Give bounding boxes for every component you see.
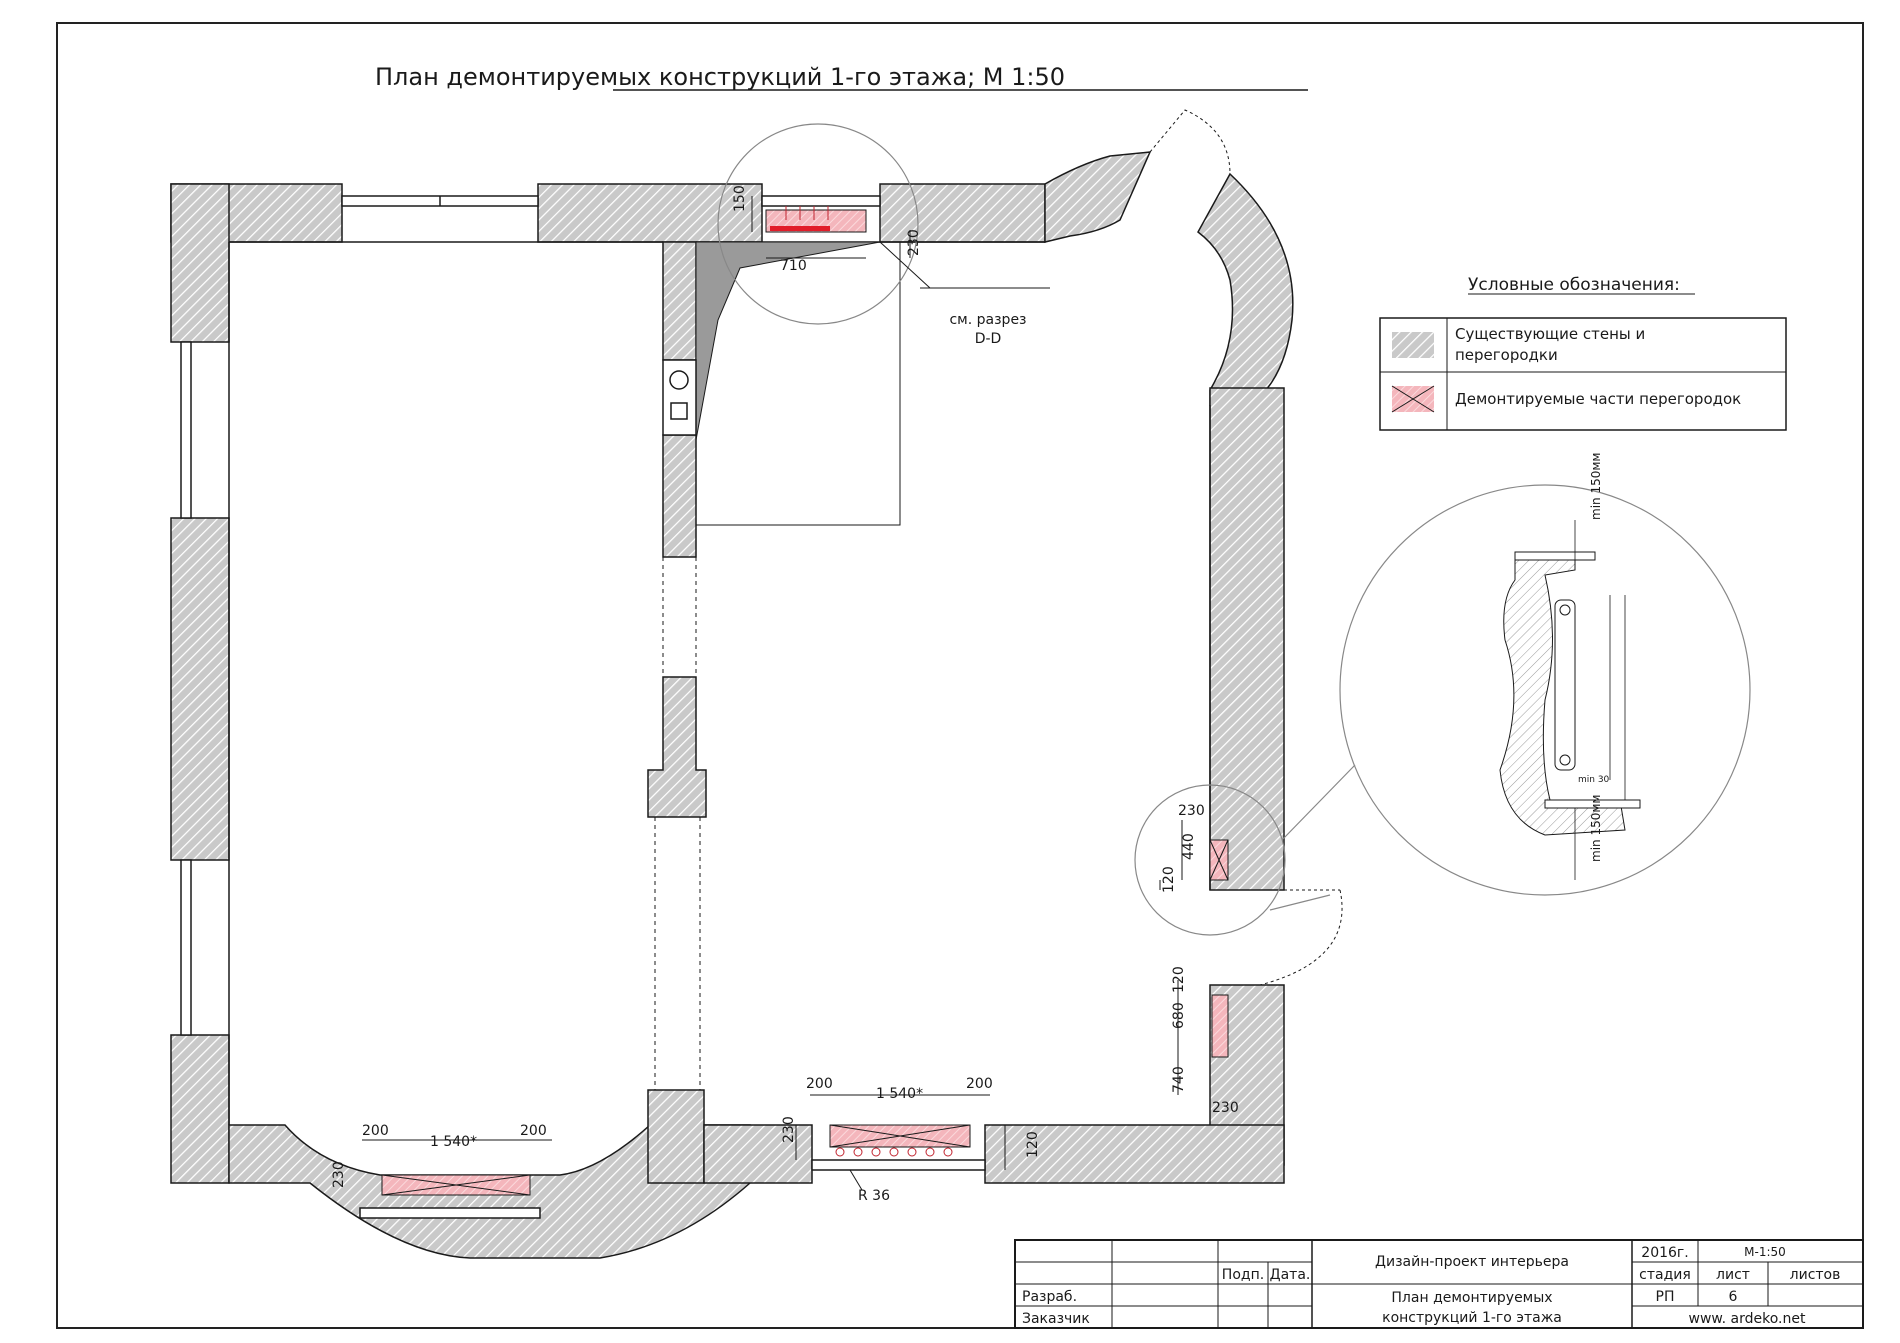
- section-ref-line2: D-D: [975, 331, 1002, 347]
- wall-left-mid: [170, 517, 230, 861]
- dim-200-b: 200: [520, 1123, 547, 1139]
- stamp-h-sheet: лист: [1716, 1267, 1750, 1283]
- dimension-texts: 150 710 230 230 440 120 120 680 740 230 …: [331, 185, 1239, 1204]
- room-outline: [228, 241, 1211, 1125]
- door-right: [1210, 889, 1343, 986]
- window-top-right: [761, 195, 881, 207]
- radiator-top: [785, 206, 829, 220]
- stamp-sheet-title-2: конструкций 1-го этажа: [1382, 1310, 1562, 1326]
- dim-230-top: 230: [906, 229, 922, 256]
- callout-circle-top: [717, 123, 919, 325]
- legend-item-existing-2: перегородки: [1455, 346, 1558, 364]
- window-bottom-right: [811, 1159, 986, 1171]
- dim-230-right: 230: [1178, 803, 1205, 819]
- stamp-razrab: Разраб.: [1022, 1289, 1077, 1305]
- dim-150: 150: [732, 185, 748, 212]
- dim-120-b1: 120: [1171, 966, 1187, 993]
- callout-leader: [1281, 764, 1356, 841]
- window-bottom-left: [359, 1207, 541, 1219]
- title-block-text: Дизайн-проект интерьера 2016г. М-1:50 По…: [1022, 1245, 1840, 1327]
- stamp-h-stage: стадия: [1639, 1267, 1691, 1283]
- title-block: [1014, 1239, 1864, 1329]
- dim-200-d: 200: [966, 1076, 993, 1092]
- dimension-lines: [362, 196, 1183, 1191]
- legend-item-existing-1: Существующие стены и: [1455, 325, 1645, 343]
- dim-120-c: 120: [1025, 1131, 1041, 1158]
- door-top-right: [1149, 109, 1231, 175]
- detail-min-bottom: min 150мм: [1589, 795, 1603, 862]
- wall-partition-lower: [662, 434, 697, 558]
- dim-230-b: 230: [331, 1161, 347, 1188]
- window-top-left: [341, 195, 539, 207]
- stamp-scale: М-1:50: [1744, 1245, 1786, 1259]
- callout-circle-right: [1134, 784, 1286, 936]
- dim-200-c: 200: [806, 1076, 833, 1092]
- dim-710: 710: [780, 258, 807, 274]
- window-left-1: [180, 341, 192, 519]
- stamp-sheet: 6: [1729, 1289, 1738, 1305]
- detail-floor: [1544, 799, 1641, 809]
- drawing-title: План демонтируемых конструкций 1-го этаж…: [375, 63, 1065, 91]
- stamp-zakazchik: Заказчик: [1022, 1311, 1090, 1327]
- demolished-parts: [381, 209, 1229, 1196]
- dim-1540-a: 1 540*: [430, 1134, 477, 1150]
- dim-230-b2: 230: [1212, 1100, 1239, 1116]
- legend: Условные обозначения: Существующие стены…: [1379, 275, 1787, 431]
- sheet-frame: [56, 22, 1864, 1329]
- wall-right-upper: [1209, 387, 1285, 891]
- dim-1540-b: 1 540*: [876, 1086, 923, 1102]
- callout-leader-2: [1269, 894, 1331, 911]
- section-ref-line1: см. разрез: [949, 312, 1026, 328]
- stamp-col-podp: Подп.: [1222, 1267, 1264, 1283]
- dim-r36: R 36: [858, 1188, 890, 1204]
- wall-bottom-right: [984, 1124, 1285, 1184]
- stamp-h-sheets: листов: [1790, 1267, 1841, 1283]
- legend-item-demolished: Демонтируемые части перегородок: [1455, 390, 1741, 408]
- legend-title: Условные обозначения:: [1468, 275, 1680, 295]
- sink-shaft: [662, 359, 697, 436]
- legend-box: [1379, 317, 1787, 431]
- stamp-site: www. ardeko.net: [1689, 1311, 1806, 1327]
- dim-740: 740: [1171, 1066, 1187, 1093]
- wall-right-curve: [1197, 172, 1294, 406]
- stamp-stage: РП: [1656, 1289, 1675, 1305]
- wall-bottom-pier: [647, 1089, 705, 1184]
- legend-swatch-existing: [1392, 332, 1434, 358]
- dim-200-a: 200: [362, 1123, 389, 1139]
- wall-top-mid: [537, 183, 763, 243]
- wall-partition-upper: [662, 241, 697, 361]
- wall-bottom-mid: [703, 1124, 813, 1184]
- radiator-bottom: [835, 1147, 953, 1157]
- opening-dashes: [654, 557, 701, 1090]
- dim-120-right: 120: [1161, 866, 1177, 893]
- detail-wall: [1499, 559, 1626, 836]
- detail-min-top: min 150мм: [1589, 453, 1603, 520]
- demolished-top-red: [770, 226, 830, 231]
- existing-walls: [170, 151, 1294, 1259]
- stamp-col-data: Дата.: [1270, 1267, 1311, 1283]
- demolished-right-2: [1211, 994, 1229, 1058]
- wall-top-right: [879, 183, 1046, 243]
- wall-bay-top: [1044, 151, 1152, 243]
- stamp-sheet-title-1: План демонтируемых: [1391, 1290, 1552, 1306]
- stamp-project: Дизайн-проект интерьера: [1375, 1254, 1569, 1270]
- detail-min30: min 30: [1578, 775, 1610, 785]
- detail-circle: [1339, 484, 1751, 896]
- detail-radiator: [1554, 599, 1576, 771]
- wall-left-bottom: [170, 1034, 230, 1184]
- detail-view: min 150мм min 150мм min 30: [1339, 453, 1751, 896]
- column: [647, 676, 707, 818]
- outline-rect: [696, 242, 901, 526]
- detail-sill: [1514, 551, 1596, 561]
- window-left-2: [180, 859, 192, 1036]
- dim-680: 680: [1171, 1002, 1187, 1029]
- stamp-year: 2016г.: [1641, 1245, 1688, 1261]
- wall-left-top: [170, 183, 230, 343]
- dim-230-c: 230: [781, 1116, 797, 1143]
- dim-440: 440: [1181, 833, 1197, 860]
